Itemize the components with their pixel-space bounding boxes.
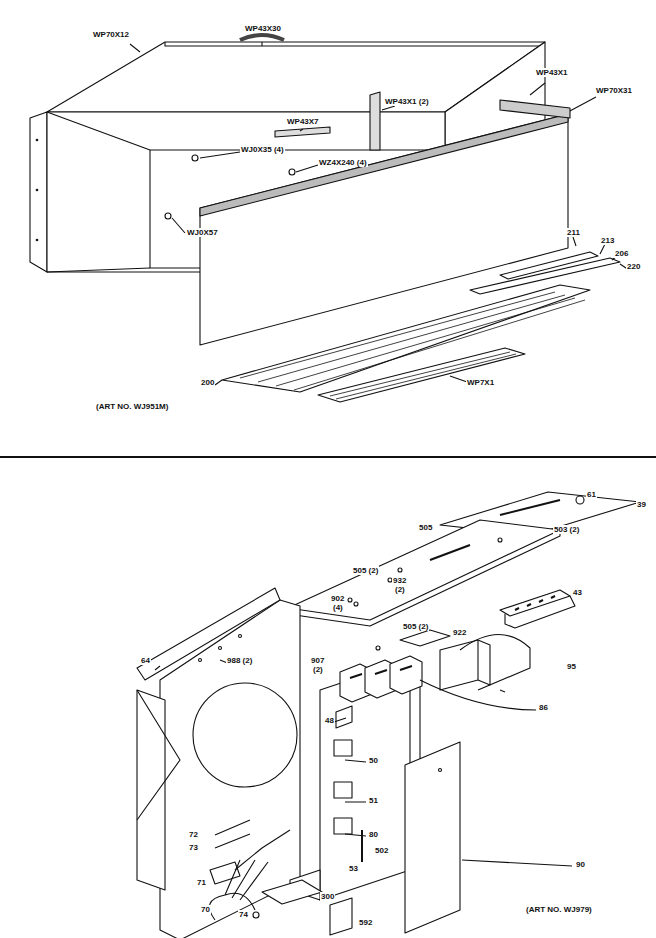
callout-number: 71 (196, 878, 207, 887)
callout-number: 43 (572, 588, 583, 597)
callout-number: 50 (368, 756, 379, 765)
callout-number: 300 (320, 892, 335, 901)
callout-number: 988 (2) (226, 656, 253, 665)
callout-number: WJ0X35 (4) (240, 145, 285, 154)
callout-number: 39 (636, 500, 647, 509)
callout-number: WJ0X57 (186, 228, 219, 237)
callout-number: (ART NO. WJ979) (525, 905, 593, 914)
callout-number: 95 (566, 662, 577, 671)
callout-number: 74 (238, 910, 249, 919)
callout-number: 922 (452, 628, 467, 637)
callout-number: 64 (140, 656, 151, 665)
callout-number: 220 (626, 262, 641, 271)
callout-number: 73 (188, 843, 199, 852)
callout-number: 200 (200, 378, 215, 387)
callout-number: 61 (586, 490, 597, 499)
callout-number: 90 (575, 860, 586, 869)
callout-number: 53 (348, 864, 359, 873)
callout-number: 503 (2) (553, 525, 580, 534)
callout-number: (4) (332, 603, 344, 612)
callout-number: 213 (600, 236, 615, 245)
callout-number: (ART NO. WJ951M) (95, 402, 169, 411)
callout-number: 592 (358, 918, 373, 927)
callout-number: 932 (392, 576, 407, 585)
callout-number: WP70X12 (92, 30, 130, 39)
callout-number: 72 (188, 830, 199, 839)
callout-number: 505 (418, 523, 433, 532)
callout-number: 211 (566, 228, 581, 237)
callout-number: WP43X7 (286, 117, 320, 126)
callout-number: 86 (538, 703, 549, 712)
callout-number: 902 (330, 594, 345, 603)
callout-number: 502 (374, 846, 389, 855)
callout-number: WP43X1 (535, 68, 569, 77)
callout-number: 51 (368, 796, 379, 805)
callout-number: WP70X31 (595, 86, 633, 95)
callout-number: 80 (368, 830, 379, 839)
callout-number: WZ4X240 (4) (318, 158, 368, 167)
callout-number: 505 (2) (402, 622, 429, 631)
callout-number: 505 (2) (352, 566, 379, 575)
callout-number: (2) (312, 665, 324, 674)
callout-number: 48 (324, 716, 335, 725)
callout-number: 907 (310, 656, 325, 665)
callout-number: 206 (614, 249, 629, 258)
callout-number: WP43X1 (2) (384, 97, 430, 106)
callout-number: (2) (394, 585, 406, 594)
callout-number: WP7X1 (466, 378, 495, 387)
callout-number: 70 (200, 905, 211, 914)
callout-number: WP43X30 (244, 24, 282, 33)
